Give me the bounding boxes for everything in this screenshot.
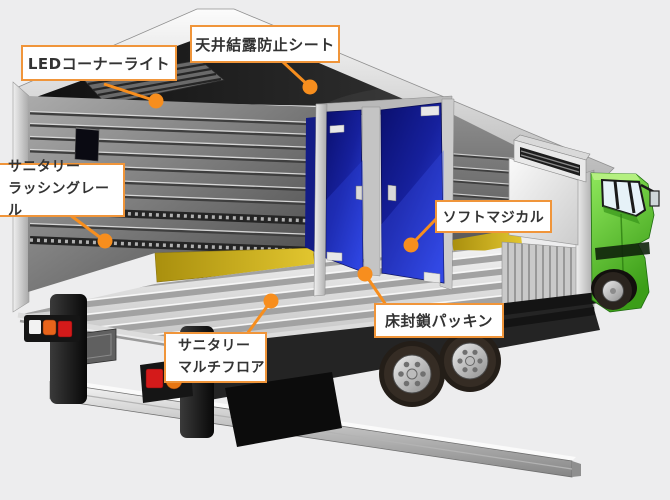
mudflap [225,372,342,447]
label-text-line1: サニタリー [178,337,251,354]
callout-dots [97,79,419,309]
label-text: LEDコーナーライト [27,54,171,73]
side-rib-panel [501,169,595,333]
cab-grille [595,242,650,260]
label-text-line2: マルチフロア [178,359,265,376]
tail-lamp-cluster [24,315,80,342]
truck-cab [590,172,660,313]
label-text-line1: サニタリー [8,159,81,176]
wheel [439,330,501,392]
label-sanitary-multi-floor: サニタリー マルチフロア [164,332,267,383]
rear-post [50,294,87,404]
partition-door-right [380,102,445,284]
label-floor-seal-packing: 床封鎖パッキン [374,303,504,338]
cooling-unit [513,134,591,183]
front-kickplate [452,228,522,256]
wall-control-panel [74,126,100,162]
label-text-line2: ラッシングレール [8,181,110,219]
label-soft-magical: ソフトマジカル [435,200,552,233]
cab-windows [600,178,647,218]
leader-led-corner-light [103,82,157,103]
label-led-corner-light: LEDコーナーライト [21,45,177,81]
label-sanitary-lashing-rail: サニタリー ラッシングレール [0,159,125,219]
partition-door-left [325,109,364,273]
callout-leaders [69,60,438,335]
label-text: 天井結露防止シート [195,35,335,54]
label-ceiling-condensation-sheet: 天井結露防止シート [190,25,340,63]
label-text: ソフトマジカル [442,209,545,226]
side-mirror [640,183,660,207]
wheel [379,341,445,407]
label-text: 床封鎖パッキン [384,312,494,330]
rear-wheels [379,330,501,407]
front-wheel [594,272,632,310]
partition-doors [305,95,455,297]
